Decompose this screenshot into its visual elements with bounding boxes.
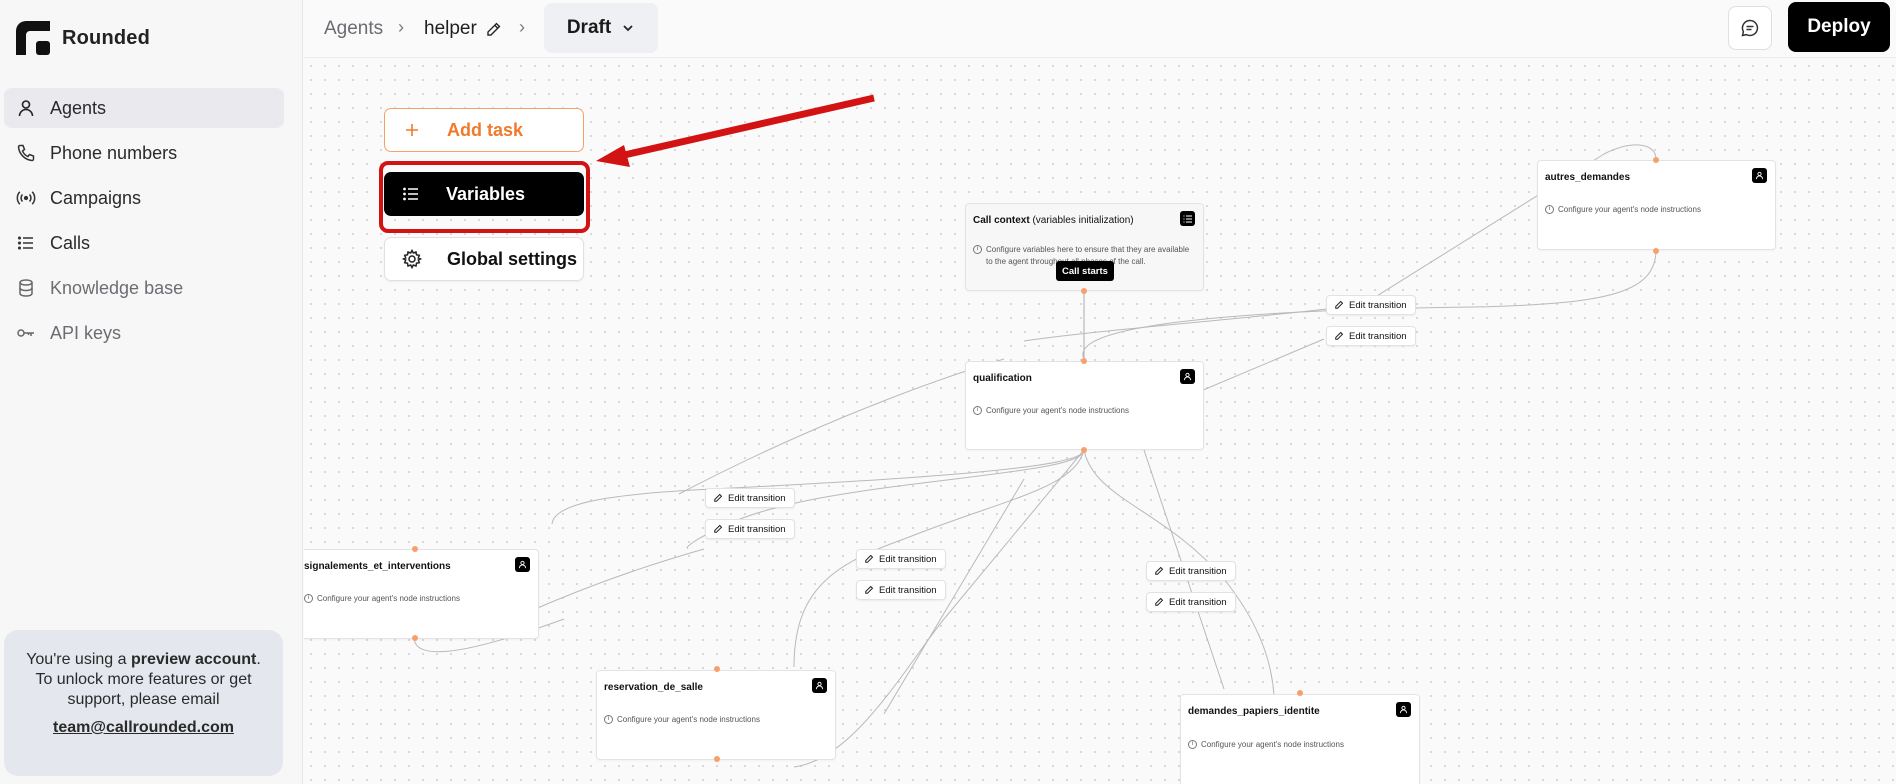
node-title: demandes_papiers_identite [1188,706,1320,717]
sidebar-item-label: Knowledge base [50,277,184,298]
add-task-label: Add task [447,119,524,140]
logo[interactable]: Rounded [16,21,150,55]
chat-button[interactable] [1728,6,1772,50]
edit-transition-button[interactable]: Edit transition [705,519,795,539]
sidebar-item-calls[interactable]: Calls [4,223,284,263]
support-email-link[interactable]: team@callrounded.com [53,719,234,736]
edit-transition-button[interactable]: Edit transition [1146,592,1236,612]
workflow-canvas[interactable]: Add task Variables Global settings Call … [304,59,1896,784]
info-icon: i [304,594,313,603]
node-title: reservation_de_salle [604,682,703,693]
user-icon [14,96,38,120]
edit-transition-button[interactable]: Edit transition [705,488,795,508]
pencil-icon [1155,597,1164,606]
user-icon [1396,702,1411,717]
preview-text-before: You're using a [26,651,131,668]
preview-account-notice: You're using a preview account. To unloc… [4,630,283,776]
gear-icon [399,249,425,269]
pencil-icon [714,493,723,502]
pencil-icon [865,585,874,594]
phone-icon [14,141,38,165]
app-name: Rounded [62,26,151,49]
key-icon [14,321,38,345]
annotation-arrow-icon [596,94,875,167]
version-dropdown[interactable]: Draft [544,3,658,53]
preview-text-bold: preview account [130,651,257,668]
sidebar-item-label: Calls [50,232,91,253]
user-icon [515,557,530,572]
sidebar-nav: Agents Phone numbers Campaigns Calls Kno… [4,88,284,358]
info-icon: i [973,245,982,254]
user-icon [1180,369,1195,384]
annotation-highlight-box [379,161,590,233]
add-task-button[interactable]: Add task [384,108,584,152]
sidebar-item-label: Campaigns [50,187,142,208]
global-settings-button[interactable]: Global settings [384,237,584,281]
pencil-icon[interactable] [485,21,502,38]
database-icon [14,276,38,300]
plus-icon [399,123,425,137]
edit-transition-button[interactable]: Edit transition [856,580,946,600]
edit-transition-button[interactable]: Edit transition [1326,326,1416,346]
chat-icon [1741,19,1759,37]
sidebar-item-api-keys[interactable]: API keys [4,313,284,353]
pencil-icon [714,524,723,533]
info-icon: i [1188,740,1197,749]
rounded-logo-icon [16,21,50,55]
sidebar-item-phone-numbers[interactable]: Phone numbers [4,133,284,173]
node-handles [412,157,1659,762]
breadcrumb-chevron-icon: › [519,17,525,37]
info-icon: i [973,406,982,415]
breadcrumb-agents[interactable]: Agents [324,18,384,39]
edit-transition-button[interactable]: Edit transition [1326,295,1416,315]
node-title: autres_demandes [1545,172,1631,183]
user-icon [1752,168,1767,183]
user-icon [812,678,827,693]
sidebar-item-agents[interactable]: Agents [4,88,284,128]
sidebar-item-label: Agents [50,97,107,118]
sidebar-item-knowledge-base[interactable]: Knowledge base [4,268,284,308]
pencil-icon [1335,300,1344,309]
info-icon: i [1545,205,1554,214]
agent-name: helper [424,18,477,39]
node-title: signalements_et_interventions [304,561,451,572]
list-icon [14,231,38,255]
chevron-down-icon [623,25,633,32]
topbar: Agents › helper › Draft Deploy [304,0,1896,58]
list-icon [398,187,424,201]
global-settings-label: Global settings [447,248,578,269]
sidebar: Rounded Agents Phone numbers Campaigns C… [0,0,303,784]
call-starts-label: Call starts [1056,261,1114,281]
variables-label: Variables [446,183,526,204]
preview-text-after: . To unlock more features or get support… [35,651,261,708]
pencil-icon [865,554,874,563]
broadcast-icon [14,186,38,210]
sidebar-item-campaigns[interactable]: Campaigns [4,178,284,218]
deploy-button[interactable]: Deploy [1788,2,1890,52]
breadcrumb-agent-name[interactable]: helper [424,18,502,40]
pencil-icon [1335,331,1344,340]
version-label: Draft [566,17,612,38]
list-icon [1180,211,1195,226]
pencil-icon [1155,566,1164,575]
info-icon: i [604,715,613,724]
node-title: Call context (variables initialization) [973,215,1134,226]
sidebar-item-label: API keys [50,322,122,343]
variables-button[interactable]: Variables [384,172,584,216]
edit-transition-button[interactable]: Edit transition [1146,561,1236,581]
sidebar-item-label: Phone numbers [50,142,178,163]
breadcrumb-chevron-icon: › [398,17,404,37]
node-title: qualification [973,373,1032,384]
edit-transition-button[interactable]: Edit transition [856,549,946,569]
